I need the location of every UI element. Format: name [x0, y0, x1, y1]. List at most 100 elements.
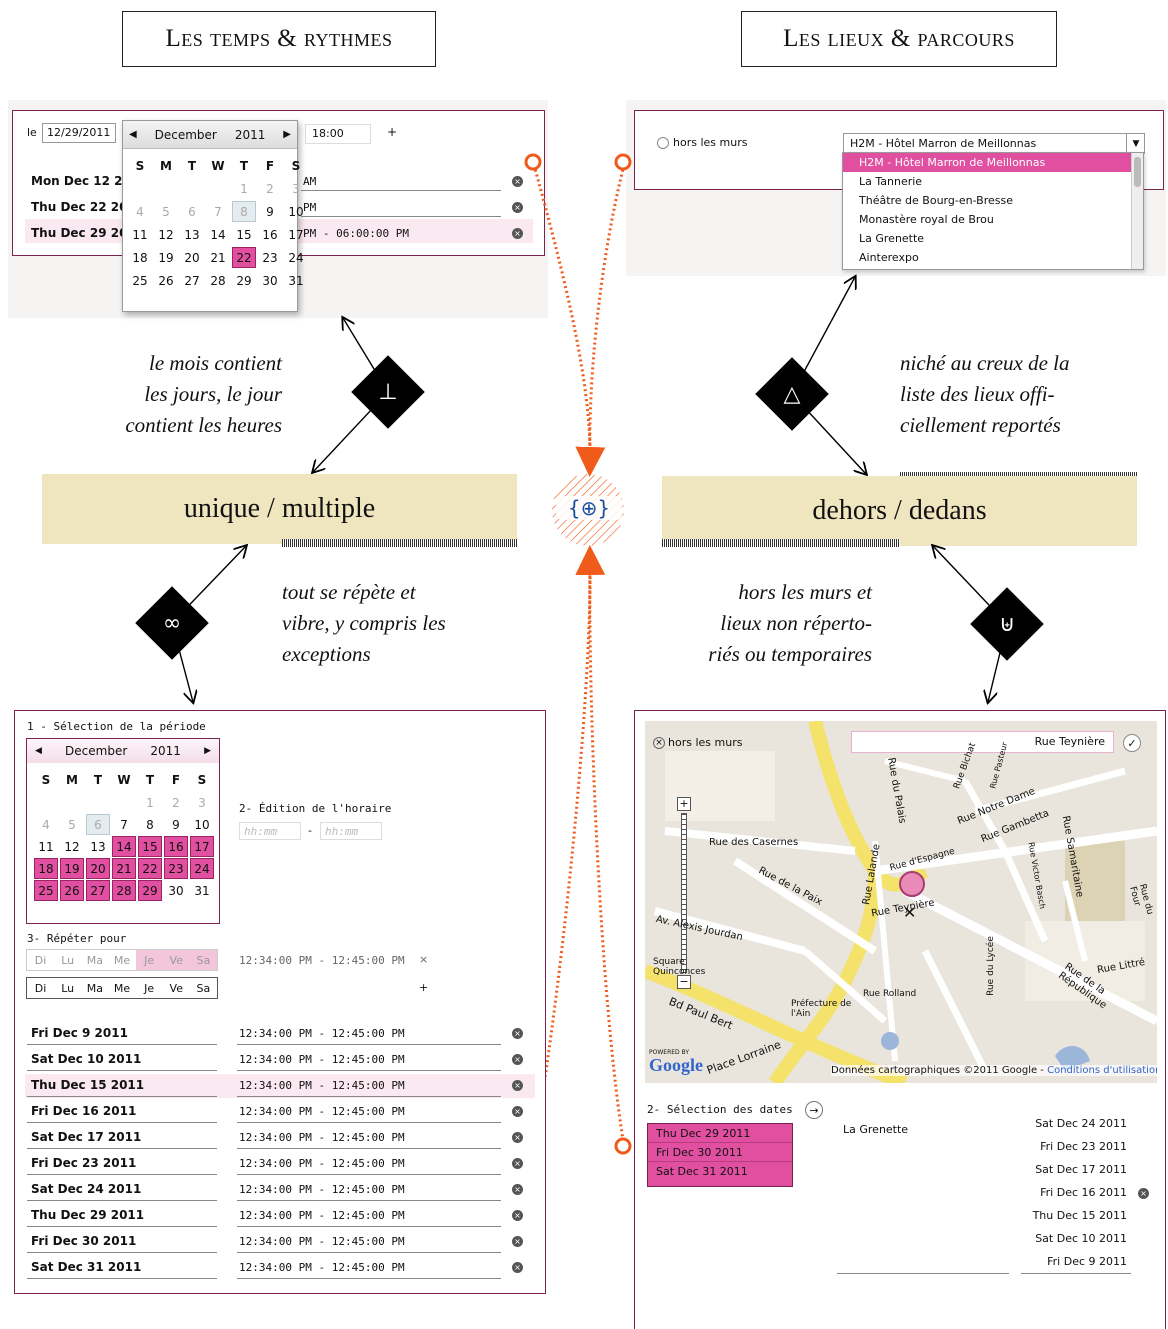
calendar-day[interactable]: 30	[262, 273, 278, 288]
remove-occurrence-icon[interactable]: ×	[512, 1236, 523, 1247]
date-input[interactable]: 12/29/2011	[42, 123, 116, 143]
dropdown-option[interactable]: Théâtre de Bourg-en-Bresse	[859, 194, 1013, 207]
calendar-day[interactable]: 20	[184, 250, 200, 265]
remove-occurrence-icon[interactable]: ×	[512, 1080, 523, 1091]
calendar-day[interactable]: 26	[60, 880, 84, 901]
remove-date-icon[interactable]: ×	[1138, 1188, 1149, 1199]
calendar-day[interactable]: 21	[112, 858, 136, 879]
prev-month-icon[interactable]: ◀	[35, 746, 42, 756]
weekday-toggle[interactable]: Je	[135, 950, 163, 970]
calendar-day[interactable]: 17	[190, 836, 214, 857]
calendar-day[interactable]: 11	[38, 839, 54, 854]
calendar-day[interactable]: 3	[198, 795, 206, 810]
calendar-day[interactable]: 12	[158, 227, 174, 242]
weekday-toggle[interactable]: Je	[144, 981, 155, 995]
end-time-input[interactable]: hh:mm	[320, 822, 382, 840]
place-date[interactable]: Sat Dec 10 2011	[1035, 1232, 1127, 1245]
calendar-day[interactable]: 11	[132, 227, 148, 242]
weekday-toggle[interactable]: Lu	[61, 953, 75, 967]
remove-occurrence-icon[interactable]: ×	[512, 1210, 523, 1221]
remove-occurrence-icon[interactable]: ×	[512, 1028, 523, 1039]
calendar-day[interactable]: 26	[158, 273, 174, 288]
weekday-toggle[interactable]: Ve	[162, 950, 190, 970]
map-pin-icon[interactable]	[899, 871, 925, 897]
calendar-day[interactable]: 25	[132, 273, 148, 288]
place-select[interactable]: H2M - Hôtel Marron de Meillonnas	[843, 133, 1145, 154]
hors-les-murs-toggle[interactable]: hors les murs	[668, 736, 743, 749]
calendar-day[interactable]: 23	[262, 250, 278, 265]
calendar-day[interactable]: 18	[34, 858, 58, 879]
dropdown-option-selected[interactable]: H2M - Hôtel Marron de Meillonnas	[843, 153, 1143, 172]
weekday-toggle[interactable]: Sa	[189, 950, 217, 970]
calendar-day[interactable]: 20	[86, 858, 110, 879]
calendar-day[interactable]: 19	[158, 250, 174, 265]
calendar-day[interactable]: 13	[90, 839, 106, 854]
calendar-day[interactable]: 4	[42, 817, 50, 832]
calendar-day[interactable]: 15	[236, 227, 252, 242]
weekday-toggle[interactable]: Di	[34, 981, 47, 995]
weekday-toggle[interactable]: Ma	[86, 953, 103, 967]
dropdown-option[interactable]: La Tannerie	[859, 175, 923, 188]
calendar-day[interactable]: 31	[194, 883, 210, 898]
confirm-check-icon[interactable]: ✓	[1123, 734, 1141, 752]
calendar-day[interactable]: 7	[120, 817, 128, 832]
weekday-toggle[interactable]: Sa	[196, 981, 211, 995]
place-date[interactable]: Sat Dec 17 2011	[1035, 1163, 1127, 1176]
dropdown-scrollbar[interactable]	[1131, 153, 1143, 269]
calendar-day[interactable]: 24	[288, 250, 304, 265]
calendar-day[interactable]: 8	[232, 201, 256, 222]
calendar-day[interactable]: 30	[168, 883, 184, 898]
calendar-day[interactable]: 5	[68, 817, 76, 832]
place-date[interactable]: Fri Dec 23 2011	[1040, 1140, 1127, 1153]
remove-occurrence-icon[interactable]: ×	[512, 1132, 523, 1143]
weekday-toggle[interactable]: Ve	[169, 981, 183, 995]
place-date[interactable]: Sat Dec 24 2011	[1035, 1117, 1127, 1130]
calendar-day[interactable]: 1	[240, 181, 248, 196]
zoom-out-icon[interactable]: −	[677, 975, 691, 989]
calendar-day[interactable]: 1	[146, 795, 154, 810]
selected-date[interactable]: Sat Dec 31 2011	[656, 1165, 748, 1178]
weekday-toggle[interactable]: Ma	[86, 981, 103, 995]
calendar-day[interactable]: 5	[162, 204, 170, 219]
calendar-day[interactable]: 3	[292, 181, 300, 196]
close-circle-icon[interactable]: ×	[653, 737, 665, 749]
start-time-input[interactable]: hh:mm	[239, 822, 301, 840]
selected-date[interactable]: Thu Dec 29 2011	[648, 1124, 792, 1143]
remove-occurrence-icon[interactable]: ×	[512, 1184, 523, 1195]
calendar-day[interactable]: 22	[138, 858, 162, 879]
weekday-toggle[interactable]: Lu	[61, 981, 75, 995]
calendar-day[interactable]: 16	[164, 836, 188, 857]
calendar-day[interactable]: 8	[146, 817, 154, 832]
calendar-day[interactable]: 10	[194, 817, 210, 832]
add-repeat-button[interactable]: +	[419, 981, 429, 994]
next-month-icon[interactable]: ▶	[204, 746, 211, 756]
dropdown-option[interactable]: La Grenette	[859, 232, 925, 245]
weekday-toggle[interactable]: Me	[113, 953, 131, 967]
calendar-day[interactable]: 7	[214, 204, 222, 219]
calendar-day[interactable]: 29	[138, 880, 162, 901]
calendar-day[interactable]: 28	[112, 880, 136, 901]
remove-row-icon[interactable]: ×	[512, 228, 523, 239]
calendar-day[interactable]: 6	[188, 204, 196, 219]
remove-row-icon[interactable]: ×	[512, 202, 523, 213]
weekday-toggle[interactable]: Me	[113, 981, 131, 995]
calendar-day[interactable]: 9	[172, 817, 180, 832]
calendar-day[interactable]: 2	[172, 795, 180, 810]
remove-occurrence-icon[interactable]: ×	[512, 1106, 523, 1117]
weekday-toggle[interactable]: Di	[34, 953, 47, 967]
prev-month-icon[interactable]: ◀	[129, 129, 137, 140]
calendar-day[interactable]: 9	[266, 204, 274, 219]
calendar-day[interactable]: 28	[210, 273, 226, 288]
place-date[interactable]: Fri Dec 9 2011	[1047, 1255, 1127, 1268]
place-date[interactable]: Fri Dec 16 2011	[1040, 1186, 1127, 1199]
calendar-day[interactable]: 21	[210, 250, 226, 265]
calendar-day[interactable]: 27	[184, 273, 200, 288]
remove-occurrence-icon[interactable]: ×	[512, 1158, 523, 1169]
time-input[interactable]: 18:00	[305, 124, 371, 144]
calendar-day[interactable]: 31	[288, 273, 304, 288]
chevron-down-icon[interactable]: ▼	[1126, 133, 1145, 154]
calendar-day[interactable]: 4	[136, 204, 144, 219]
zoom-slider[interactable]	[681, 813, 687, 973]
calendar-day[interactable]: 15	[138, 836, 162, 857]
remove-row-icon[interactable]: ×	[512, 176, 523, 187]
